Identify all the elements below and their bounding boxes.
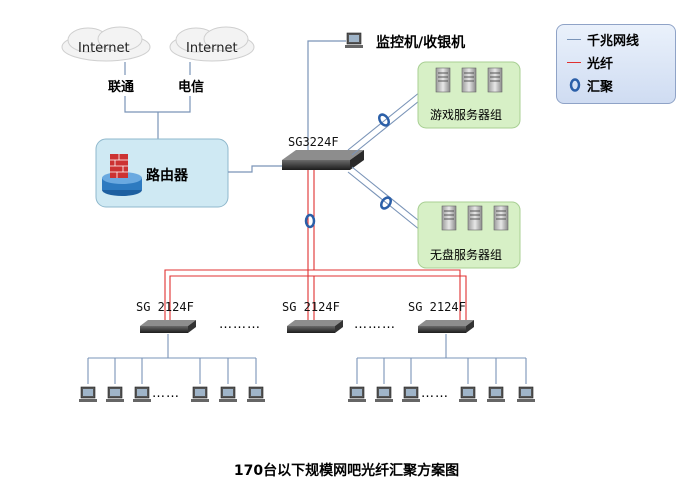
wan-links (124, 62, 191, 139)
switch-ellipsis-2: ……… (354, 317, 396, 332)
diagram-title: 170台以下规模网吧光纤汇聚方案图 (233, 463, 460, 479)
internet-label-1: Internet (78, 41, 130, 56)
pc-branch-left (87, 334, 257, 384)
internet-cloud-left (61, 26, 151, 62)
core-switch-label: SG3224F (288, 135, 339, 149)
legend-fiber-label: 光纤 (587, 57, 614, 72)
access-switch-3-label: SG 2124F (408, 300, 466, 314)
game-server-label: 游戏服务器组 (430, 108, 503, 122)
aggregation-ring-core (304, 213, 316, 229)
router-label: 路由器 (146, 168, 188, 184)
core-switch (282, 150, 364, 170)
switch-ellipsis-1: ……… (219, 317, 261, 332)
router-core-link (228, 165, 290, 173)
access-switch-2 (287, 320, 343, 333)
internet-label-2: Internet (186, 41, 238, 56)
legend-gigabit-label: 千兆网线 (587, 34, 640, 49)
legend: 千兆网线 光纤 汇聚 (556, 24, 676, 104)
router-box (95, 138, 229, 208)
pc-ellipsis-left: …… (152, 386, 180, 401)
diskless-server-box (417, 201, 521, 269)
pc-branch-right (356, 334, 527, 384)
isp-unicom-label: 联通 (108, 80, 135, 95)
monitor-label: 监控机/收银机 (376, 35, 466, 51)
access-switch-3 (418, 320, 474, 333)
aggregation-icon (569, 78, 581, 92)
access-switch-2-label: SG 2124F (282, 300, 340, 314)
monitor-pc-icon (344, 32, 364, 49)
legend-gigabit-swatch (567, 39, 581, 40)
legend-fiber-swatch (567, 62, 581, 63)
internet-cloud-right (169, 26, 255, 62)
pc-ellipsis-right: …… (421, 386, 449, 401)
legend-aggregation-label: 汇聚 (587, 80, 614, 95)
isp-telecom-label: 电信 (178, 80, 205, 95)
access-switch-1-label: SG 2124F (136, 300, 194, 314)
diskless-server-label: 无盘服务器组 (430, 248, 503, 262)
fiber-links-servers (347, 91, 425, 231)
game-server-box (417, 61, 521, 129)
pc-icons (78, 386, 536, 403)
access-switch-1 (140, 320, 196, 333)
monitor-link (307, 40, 346, 155)
